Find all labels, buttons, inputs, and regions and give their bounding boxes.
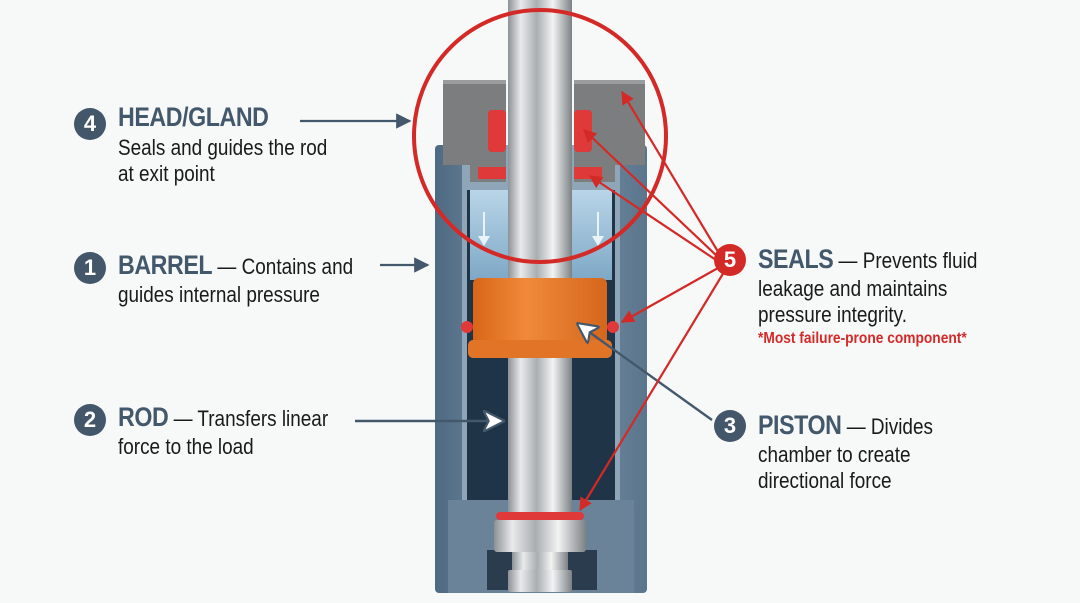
rod	[508, 0, 572, 530]
callout-separator: —	[168, 406, 198, 431]
callout-separator: —	[212, 254, 242, 279]
callout-description-line: Transfers linear	[197, 406, 329, 431]
callout-title: HEAD/GLAND	[118, 102, 269, 132]
head-seals	[478, 110, 602, 179]
leader-arrows	[300, 113, 713, 421]
failure-note: *Most failure-prone component*	[758, 330, 967, 347]
callout-description-line: Contains and	[241, 254, 354, 279]
callout-description-line: pressure integrity.	[758, 302, 907, 327]
head-gland	[443, 80, 645, 182]
fluid-chambers	[470, 190, 612, 280]
number-badge: 3	[714, 410, 746, 442]
callout-description-line: at exit point	[118, 161, 215, 186]
callout-description-line: leakage and maintains	[758, 276, 948, 301]
number-badge: 5	[714, 244, 746, 276]
callout-separator: —	[833, 248, 863, 273]
callout-separator: —	[841, 414, 871, 439]
callout-description-line: guides internal pressure	[118, 282, 320, 307]
callout-title: PISTON	[758, 410, 842, 440]
number-badge: 4	[74, 108, 106, 140]
seal-leader-arrows	[579, 90, 725, 512]
callout-description-line: directional force	[758, 468, 892, 493]
callout-description-line: Seals and guides the rod	[118, 135, 328, 160]
callout-description-line: Divides	[870, 414, 933, 439]
callout-description-line: force to the load	[118, 434, 254, 459]
number-badge: 2	[74, 404, 106, 436]
callout-title: BARREL	[118, 250, 213, 280]
highlight-circle	[412, 8, 668, 264]
callout-description-line: Prevents fluid	[862, 248, 978, 273]
number-badge: 1	[74, 252, 106, 284]
callout-title: SEALS	[758, 244, 834, 274]
callout-description-line: chamber to create	[758, 442, 911, 467]
piston	[461, 278, 619, 358]
callout-title: ROD	[118, 402, 169, 432]
rod-end	[494, 512, 586, 592]
